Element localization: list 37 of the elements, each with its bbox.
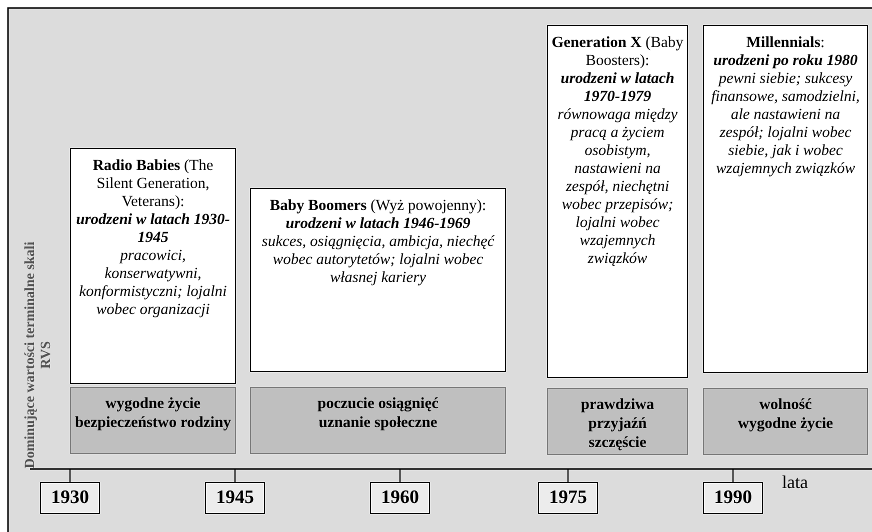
year-box (370, 482, 430, 514)
year-text: 1960 (381, 487, 419, 509)
value-text: wolność (759, 395, 812, 414)
value-text: bezpieczeństwo rodziny (75, 413, 231, 432)
year-text: 1990 (714, 487, 752, 509)
generation-heading: Baby Boomers (Wyż powojenny): (270, 197, 486, 215)
axis-title: Dominujące wartości terminalne skali RVS (23, 240, 55, 470)
values-box (250, 387, 506, 454)
traits-text: pracowici, konserwatywni, konformistyczni; lojalni wobec organizacji (78, 247, 228, 319)
year-text: 1945 (216, 487, 254, 509)
values-box (70, 387, 236, 454)
year-box (703, 482, 763, 514)
generation-card (547, 25, 688, 378)
birth-years: urodzeni po roku 1980 (713, 52, 858, 70)
year-box (538, 482, 598, 514)
traits-text: równowaga między pracą a życiem osobistym, nastawieni na zespół, niechętni wobec przepisów; lojalni wobec wzajemnych związków (556, 106, 679, 268)
values-box (703, 388, 868, 455)
values-box (547, 388, 688, 455)
generation-heading: Generation X (Baby Boosters): (551, 34, 684, 70)
generation-card (703, 25, 868, 373)
generation-card (250, 188, 506, 372)
traits-text: pewni siebie; sukcesy finansowe, samodzielni, ale nastawieni na zespół; lojalni wobec siebie, jak i wobec wzajemnych związków (710, 70, 861, 178)
value-text: szczęście (588, 433, 646, 452)
value-text: wygodne życie (738, 414, 834, 433)
year-text: 1930 (51, 487, 89, 509)
generation-card (70, 148, 236, 384)
birth-years: urodzeni w latach 1946-1969 (286, 215, 470, 233)
generation-heading: Millennials: (746, 34, 825, 52)
generation-heading: Radio Babies (The Silent Generation, Veterans): (92, 157, 214, 211)
year-box (205, 482, 265, 514)
value-text: poczucie osiągnięć (318, 394, 438, 413)
traits-text: sukces, osiągnięcia, ambicja, niechęć wobec autorytetów; lojalni wobec własnej kariery (260, 233, 496, 287)
value-text: wygodne życie (105, 394, 201, 413)
value-text: uznanie społeczne (318, 413, 438, 432)
year-text: 1975 (549, 487, 587, 509)
year-box (40, 482, 100, 514)
axis-label: lata (782, 472, 808, 493)
